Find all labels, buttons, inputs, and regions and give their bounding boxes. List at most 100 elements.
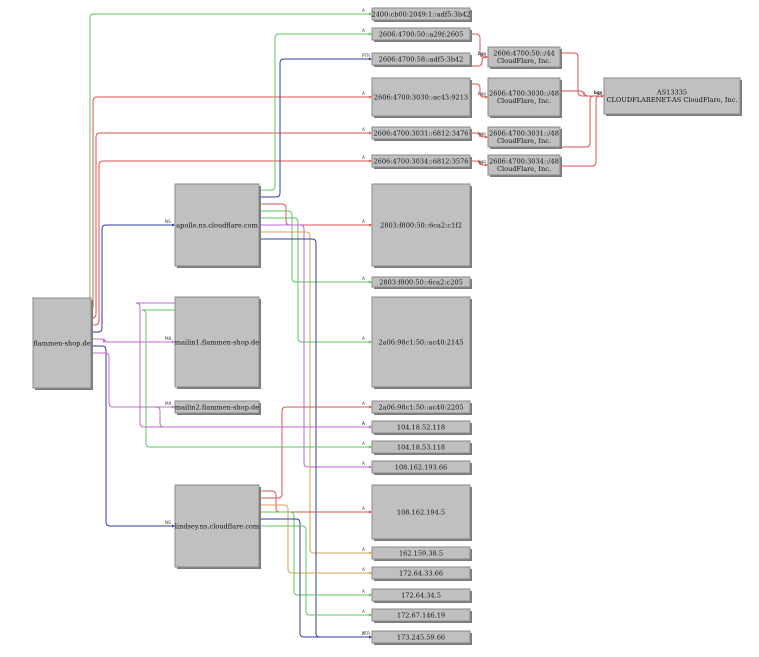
arrowhead-icon (369, 635, 372, 639)
edge-label: PTR (362, 631, 370, 636)
edge-line (259, 238, 372, 638)
node-v6d[interactable]: 2606:4700:3030::ac43:9213 (371, 77, 472, 118)
node-v6g[interactable]: 2803:f800:50::6ca2:c1f2 (371, 183, 472, 268)
node-root[interactable]: flammen-shop.de (32, 297, 93, 390)
node-box (487, 46, 561, 68)
node-v6h[interactable]: 2803:f800:50::6ca2:c205 (371, 276, 472, 289)
edge-line (259, 210, 372, 283)
node-ip5[interactable]: 162.159.38.5 (371, 546, 472, 561)
edge-root-v6e: A (91, 127, 372, 319)
node-box (371, 183, 471, 267)
node-label: 2803:f800:50::6ca2:c1f2 (380, 221, 462, 229)
node-ip9[interactable]: 173.245.59.66 (371, 630, 472, 645)
edge-apollo-ip3: A (259, 224, 372, 469)
edge-line (259, 511, 372, 596)
node-label: 2606:4700:50::a29f:2605 (379, 30, 464, 38)
node-box (174, 296, 260, 388)
node-box (371, 588, 471, 602)
edge-apollo-ip5: A (259, 231, 372, 555)
node-ip4[interactable]: 108.162.194.5 (371, 484, 472, 541)
arrowhead-icon (369, 445, 372, 449)
edge-label: A (362, 401, 365, 406)
node-ip3[interactable]: 108.162.193.66 (371, 460, 472, 475)
edge-label: bgp (478, 131, 486, 136)
node-box (371, 566, 471, 580)
node-apollo[interactable]: apollo.ns.cloudflare.com (174, 183, 261, 268)
node-v6i[interactable]: 2a06:98c1:50::ac40:2145 (371, 296, 472, 389)
node-box (371, 484, 471, 540)
node-label: 172.64.33.66 (399, 569, 443, 577)
node-v6c[interactable]: 2606:4700:58::adf5:3b42 (371, 52, 472, 67)
edge-line (259, 231, 372, 554)
edge-root-mailin1: MX (91, 336, 175, 344)
node-mailin1[interactable]: mailin1.flammen-shop.de (174, 296, 261, 389)
edge-label: A (362, 155, 365, 160)
edge-line (560, 90, 604, 97)
arrowhead-icon (369, 280, 372, 284)
node-label: 2606:4700:3031::6812:3476 (373, 129, 468, 137)
edge-label: A (362, 421, 365, 426)
edge-apollo-v6i: A (259, 217, 372, 344)
arrowhead-icon (601, 94, 604, 98)
edge-lindsey-ip9: A (259, 518, 372, 639)
node-label: CloudFlare, Inc. (497, 97, 551, 105)
edge-p3034-as: bgp (560, 90, 604, 167)
node-ip6[interactable]: 172.64.33.66 (371, 566, 472, 581)
arrowhead-icon (369, 32, 372, 36)
edge-label: A (362, 8, 365, 13)
edge-line (470, 160, 488, 166)
node-v6j[interactable]: 2a06:98c1:50::ac40:2205 (371, 400, 472, 415)
node-box (371, 77, 471, 117)
edge-label: A (362, 91, 365, 96)
node-ip7[interactable]: 172.64.34.5 (371, 588, 472, 603)
arrowhead-icon (485, 163, 488, 167)
edge-line (259, 406, 372, 499)
edge-line (470, 56, 488, 67)
node-label: 162.159.38.5 (399, 549, 443, 557)
edge-label: bgp (478, 51, 486, 56)
arrowhead-icon (369, 465, 372, 469)
edge-label: A (362, 567, 365, 572)
arrowhead-icon (369, 340, 372, 344)
edge-v6f-p3034: bgp (470, 159, 488, 167)
node-label: mailin1.flammen-shop.de (175, 338, 259, 346)
edge-root-mailin2: MX (91, 352, 175, 409)
node-label: 2606:4700:50::/44 (493, 50, 554, 58)
arrowhead-icon (485, 55, 488, 59)
node-ip1[interactable]: 104.18.52.118 (371, 420, 472, 435)
node-v6f[interactable]: 2606:4700:3034::6812:3576 (371, 154, 472, 169)
edge-label: A (362, 127, 365, 132)
arrowhead-icon (369, 12, 372, 16)
edge-label: A (362, 441, 365, 446)
node-label: lindsey.ns.cloudflare.com (175, 522, 260, 530)
node-label: 104.18.53.118 (397, 443, 445, 451)
edge-label: MX (165, 336, 172, 341)
node-mailin2[interactable]: mailin2.flammen-shop.de (174, 400, 261, 415)
node-box (371, 7, 471, 21)
edge-v6c-p44: bgp (470, 51, 488, 67)
edge-line (91, 352, 175, 408)
node-ip2[interactable]: 104.18.53.118 (371, 440, 472, 455)
edge-apollo-v6h: A (259, 210, 372, 284)
edge-label: PTR (362, 53, 370, 58)
node-label: 108.162.193.66 (395, 463, 447, 471)
edge-lindsey-ip8: A (259, 525, 372, 617)
edge-line (91, 224, 175, 333)
footer-text (2, 648, 4, 654)
node-lindsey[interactable]: lindsey.ns.cloudflare.com (174, 484, 261, 569)
edge-line (155, 406, 372, 428)
nodes-layer: flammen-shop.de apollo.ns.cloudflare.com m… (32, 7, 742, 645)
node-v6b[interactable]: 2606:4700:50::a29f:2605 (371, 27, 472, 42)
edge-line (259, 224, 372, 468)
node-box (371, 296, 471, 388)
node-v6a[interactable]: 2400:cb00:2049:1::adf5:3b42 (371, 7, 472, 22)
edge-line (91, 132, 372, 319)
node-v6e[interactable]: 2606:4700:3031::6812:3476 (371, 126, 472, 141)
node-ip8[interactable]: 172.67.146.19 (371, 608, 472, 623)
